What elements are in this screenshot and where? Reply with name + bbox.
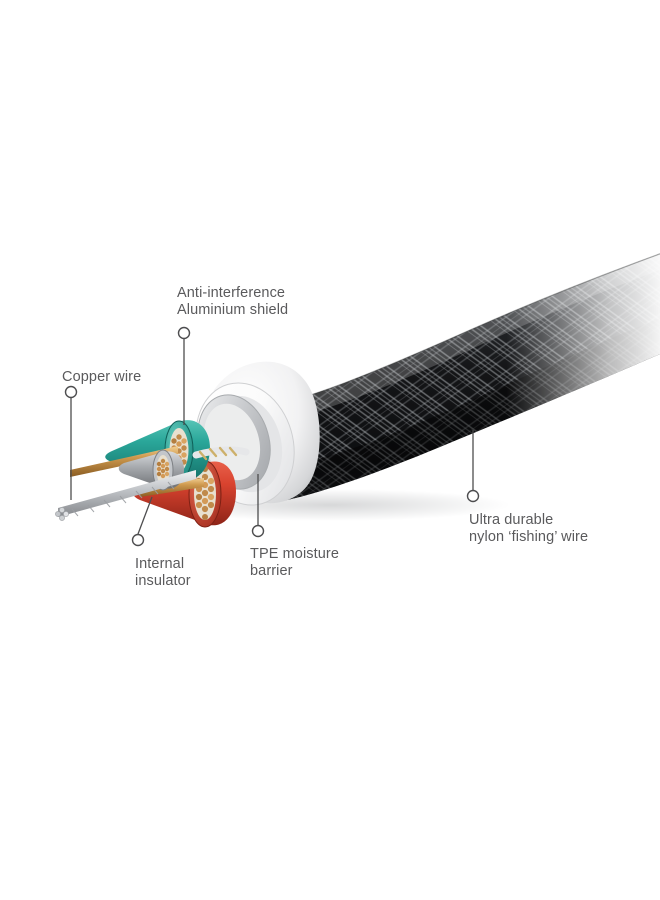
callout-label-internal-insulator: Internal insulator	[135, 556, 191, 589]
callout-label-aluminium-shield: Anti-interference Aluminium shield	[177, 285, 289, 318]
marker-internal-insulator	[131, 533, 145, 547]
twisted-pair-strands	[192, 446, 250, 461]
callout-label-copper-wire: Copper wire	[62, 369, 142, 385]
callout-label-nylon-braid: Ultra durable nylon ‘fishing’ wire	[469, 512, 589, 545]
marker-nylon-braid	[466, 489, 480, 503]
marker-aluminium-shield	[177, 326, 191, 340]
marker-copper-wire	[64, 385, 78, 399]
copper-strand-bundle-grey	[156, 458, 170, 479]
tinned-drain-wire	[55, 470, 196, 521]
leader-line-internal-insulator	[137, 496, 153, 535]
callout-label-tpe-moisture-barrier: TPE moisture barrier	[250, 546, 340, 579]
marker-tpe-barrier	[251, 524, 265, 538]
frayed-strand-tip	[55, 507, 69, 521]
